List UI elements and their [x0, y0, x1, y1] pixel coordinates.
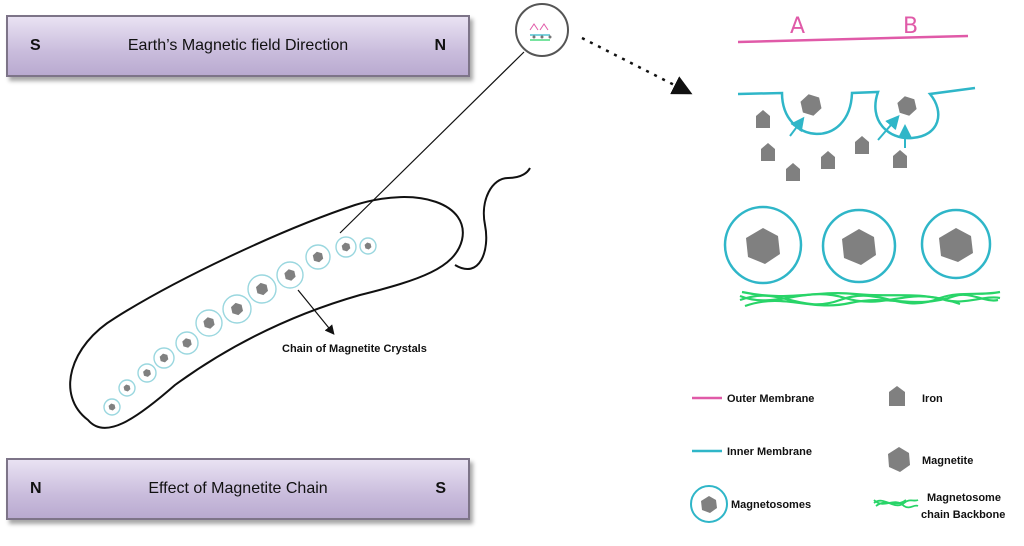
- bacterium-body: [69, 196, 464, 429]
- inner-membrane-invaginations: [737, 86, 976, 140]
- legend-magnetosomes-label: Magnetosomes: [731, 499, 811, 511]
- iron-particle: [756, 110, 770, 128]
- bottom-bar-left-pole: N: [30, 480, 42, 497]
- magnetosome-large-3: [920, 208, 992, 280]
- column-label-b: B: [903, 14, 918, 39]
- chain-magnetosome: [175, 331, 199, 355]
- flagellum: [454, 167, 531, 270]
- chain-magnetosome: [335, 236, 357, 258]
- iron-particles: [756, 94, 917, 181]
- bottom-bar-right-pole: S: [435, 480, 446, 497]
- legend-magnetite-swatch: [888, 447, 910, 472]
- chain-magnetosome: [247, 274, 277, 304]
- chain-magnetosome: [118, 379, 136, 397]
- legend-magnetite-label: Magnetite: [922, 455, 973, 467]
- legend-magnetosome-swatch: [690, 485, 728, 523]
- iron-particle: [893, 150, 907, 168]
- iron-particle: [786, 163, 800, 181]
- magnetosome-chain: [103, 236, 377, 416]
- detail-arrow: [581, 36, 693, 95]
- top-bar-right-pole: N: [434, 37, 446, 54]
- legend-backbone-label-line1: Magnetosome: [927, 492, 1001, 504]
- legend-iron-label: Iron: [922, 393, 943, 405]
- forming-magnetite-crystal: [800, 94, 822, 116]
- uptake-arrow-b1: [877, 114, 900, 141]
- column-label-a: A: [790, 14, 805, 39]
- iron-particle: [855, 136, 869, 154]
- magnetosome-large-2: [821, 208, 897, 284]
- chain-magnetosome: [305, 244, 331, 270]
- chain-magnetosome: [222, 294, 252, 324]
- magnetosome-large-1: [723, 205, 803, 285]
- uptake-arrow-a: [789, 116, 805, 137]
- magnetosome-backbone: [739, 290, 1001, 308]
- bottom-bar-title: Effect of Magnetite Chain: [148, 480, 328, 497]
- top-bar-left-pole: S: [30, 37, 41, 54]
- chain-label: Chain of Magnetite Crystals: [282, 343, 427, 355]
- earth-field-bar: S Earth’s Magnetic field Direction N: [6, 15, 470, 77]
- chain-magnetosome: [276, 261, 304, 289]
- zoom-circle: [515, 3, 569, 57]
- top-bar-title: Earth’s Magnetic field Direction: [127, 37, 349, 54]
- chain-magnetosome: [103, 398, 121, 416]
- chain-magnetosome: [195, 309, 223, 337]
- legend-outer-membrane-label: Outer Membrane: [727, 393, 814, 405]
- chain-label-pointer: [297, 289, 335, 335]
- chain-magnetosome: [359, 237, 377, 255]
- legend-backbone-swatch: [873, 499, 919, 509]
- legend-inner-membrane-label: Inner Membrane: [727, 446, 812, 458]
- iron-particle: [761, 143, 775, 161]
- legend-iron-swatch: [889, 386, 905, 406]
- legend-backbone-label-line2: chain Backbone: [921, 509, 1005, 521]
- magnetite-effect-bar: N Effect of Magnetite Chain S: [6, 458, 470, 520]
- legend: Outer Membrane Inner Membrane Magnetosom…: [690, 386, 1005, 523]
- outer-membrane-line: [737, 34, 969, 44]
- chain-magnetosome: [137, 363, 157, 383]
- chain-magnetosome: [153, 347, 175, 369]
- zoom-leader-line: [339, 51, 525, 234]
- forming-magnetite-crystal: [897, 96, 917, 116]
- iron-particle: [821, 151, 835, 169]
